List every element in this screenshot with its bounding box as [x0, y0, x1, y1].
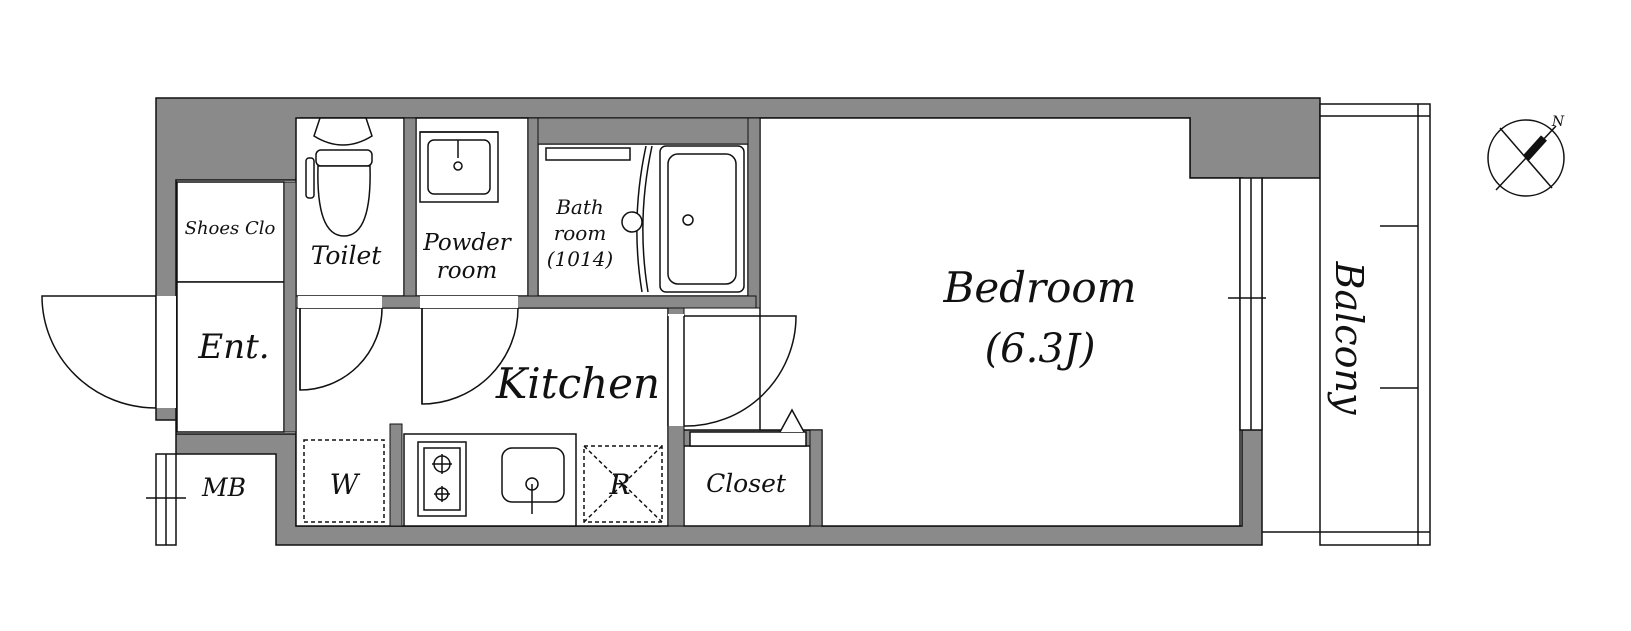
- label-bath-2: room: [554, 221, 607, 245]
- bath-faucet: [621, 211, 643, 233]
- toilet-paper: [305, 157, 315, 199]
- label-bedroom: Bedroom: [942, 263, 1136, 312]
- closet-details: [689, 408, 807, 447]
- partition-toilet-powder: [403, 117, 417, 309]
- powder-door-opening: [420, 296, 518, 308]
- closet-shelf: [689, 431, 807, 447]
- bedroom-door-swing: [683, 315, 797, 427]
- toilet-icon: [305, 117, 373, 237]
- partition-counter-left: [389, 423, 403, 527]
- entrance-door-opening: [156, 296, 176, 408]
- bath-shelf: [545, 147, 631, 161]
- compass-needle: [1523, 135, 1547, 161]
- doors: [41, 295, 797, 427]
- partition-powder-bath: [527, 117, 539, 309]
- bathtub-icon: [545, 145, 745, 293]
- washer-outline: [303, 439, 385, 523]
- label-bath-3: (1014): [547, 247, 614, 271]
- entrance-area: [176, 281, 285, 433]
- partition-entrance-kitchen: [283, 181, 297, 433]
- label-washer: W: [330, 468, 361, 501]
- compass-circle: [1487, 119, 1565, 197]
- powder-door-swing: [421, 307, 519, 405]
- meter-box: [146, 453, 186, 546]
- wash-basin-icon: [419, 131, 499, 203]
- toilet-door-opening: [298, 296, 382, 308]
- partition-bath-bedroom: [747, 117, 761, 309]
- toilet-door-swing: [299, 307, 383, 391]
- toilet-bowl: [317, 165, 371, 237]
- washer-space: [303, 439, 385, 523]
- partition-bath-top: [537, 117, 749, 145]
- bedroom-door-opening: [668, 314, 684, 426]
- bath-curtain-2: [642, 145, 653, 293]
- sink-bowl: [501, 447, 565, 503]
- bathtub-drain: [682, 214, 694, 226]
- label-shoes-closet: Shoes Clo: [185, 218, 276, 239]
- bedroom-area: [759, 117, 1241, 527]
- toilet-tank: [313, 117, 373, 146]
- label-bath-1: Bath: [555, 195, 604, 219]
- shoes-closet-area: [176, 181, 285, 283]
- label-bedroom-size: (6.3J): [985, 326, 1096, 372]
- label-compass-north: N: [1551, 114, 1565, 130]
- label-toilet: Toilet: [311, 241, 383, 270]
- label-powder-1: Powder: [422, 230, 512, 256]
- kitchen-sink-icon: [501, 447, 565, 514]
- fridge-outline: [583, 445, 663, 523]
- partition-closet-bedroom: [809, 429, 823, 527]
- bathtub-inner: [667, 153, 737, 285]
- label-powder-2: room: [437, 258, 498, 284]
- label-balcony: Balcony: [1327, 261, 1371, 415]
- gas-stove-icon: [417, 441, 467, 517]
- labels: Shoes Clo Toilet Powder room Bath room (…: [185, 114, 1565, 502]
- basin-drain: [453, 161, 463, 171]
- refrigerator-space: [583, 445, 663, 523]
- balcony: [1228, 103, 1431, 546]
- entrance-door-swing: [41, 295, 157, 409]
- north-compass-icon: [1487, 119, 1565, 197]
- toilet-seat-lid: [315, 149, 373, 167]
- closet-marker: [779, 408, 805, 433]
- label-meter-box: MB: [201, 473, 246, 502]
- label-entrance: Ent.: [197, 327, 269, 367]
- label-refrigerator: R: [608, 468, 630, 501]
- balcony-outline: [1319, 103, 1431, 546]
- label-closet: Closet: [706, 469, 787, 498]
- label-kitchen: Kitchen: [495, 359, 660, 408]
